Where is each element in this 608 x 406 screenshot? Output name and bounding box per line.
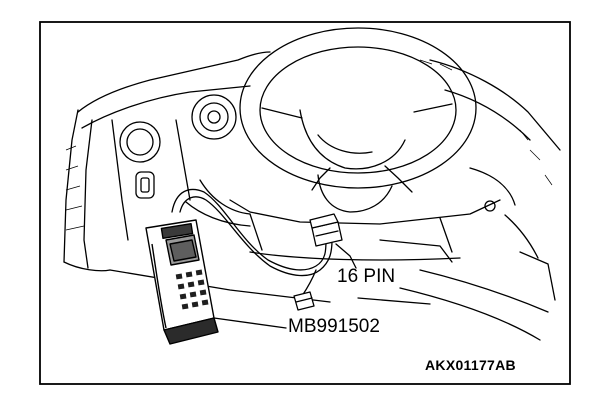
figure-code-label: AKX01177AB (425, 357, 516, 373)
steering-wheel (239, 27, 477, 213)
tester-keypad (175, 269, 209, 310)
figure-frame (39, 21, 571, 385)
center-vent (191, 94, 237, 140)
connector-label: 16 PIN (337, 266, 396, 287)
left-vent (119, 121, 161, 163)
leader-line-connector (335, 243, 357, 269)
connector-16-pin (309, 213, 343, 247)
branch-plug (293, 291, 315, 311)
hazard-switch (135, 171, 155, 199)
tool-part-number-label: MB991502 (288, 316, 380, 337)
handheld-tester (145, 219, 219, 345)
lower-panel (229, 167, 539, 259)
leader-line-tool (213, 317, 287, 329)
shading (65, 59, 553, 231)
center-console (111, 94, 251, 241)
